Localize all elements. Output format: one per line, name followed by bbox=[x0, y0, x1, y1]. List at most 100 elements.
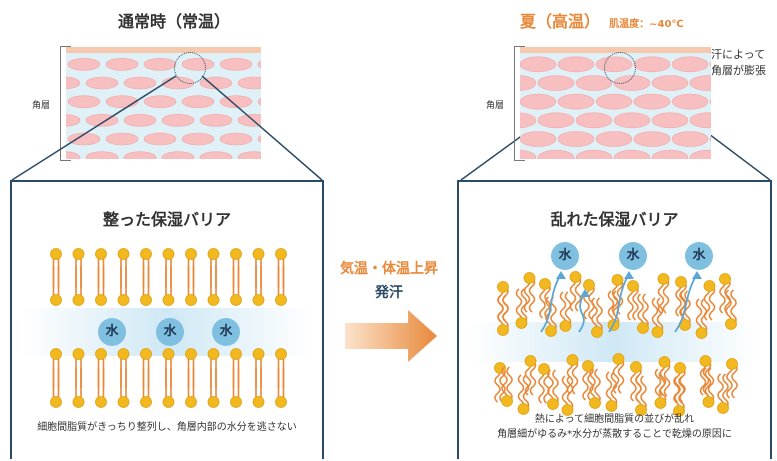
skin-cell bbox=[520, 93, 557, 110]
lipid-molecule bbox=[252, 348, 265, 388]
water-molecule: 水 bbox=[619, 242, 647, 270]
skin-cell bbox=[161, 114, 195, 127]
skin-cell bbox=[181, 95, 215, 108]
skin-cell bbox=[709, 136, 711, 142]
skin-cell bbox=[537, 75, 575, 91]
lipid-molecule bbox=[275, 368, 287, 408]
lipid-molecule bbox=[185, 348, 197, 388]
skin-cell bbox=[613, 149, 651, 159]
right-title: 夏（高温） bbox=[520, 12, 601, 31]
skin-cell bbox=[67, 58, 101, 71]
lipid-molecule bbox=[591, 297, 603, 338]
skin-cell bbox=[651, 112, 689, 129]
skin-cell bbox=[689, 149, 711, 159]
lipid-molecule bbox=[612, 353, 625, 394]
water-molecule: 水 bbox=[212, 318, 240, 346]
lipid-molecule bbox=[719, 273, 731, 314]
lipid-molecule bbox=[72, 368, 85, 408]
left-title: 通常時（常温） bbox=[118, 12, 231, 31]
lipid-molecule bbox=[726, 358, 738, 399]
water-molecule: 水 bbox=[685, 242, 713, 270]
lipid-molecule bbox=[524, 355, 537, 396]
lipid-molecule bbox=[162, 248, 175, 288]
skin-cell bbox=[105, 58, 139, 71]
lipid-molecule bbox=[207, 348, 220, 388]
lipid-molecule bbox=[497, 295, 509, 336]
water-molecule: 水 bbox=[551, 242, 579, 270]
lipid-molecule bbox=[635, 375, 647, 416]
center-label-1: 気温・体温上昇 bbox=[340, 261, 438, 277]
skin-cell bbox=[651, 75, 689, 91]
left-skin-illustration bbox=[66, 47, 261, 159]
lipid-molecule bbox=[589, 368, 601, 409]
left-caption: 細胞間脂質がきっちり整列し、角層内部の水分を逃さない bbox=[37, 422, 297, 433]
right-layer-bracket bbox=[514, 46, 525, 161]
right-caption-line: 熱によって細胞間脂質の並びが乱れ bbox=[534, 414, 695, 425]
skin-cell bbox=[199, 114, 233, 127]
skin-cell bbox=[199, 76, 233, 90]
skin-cell bbox=[689, 75, 711, 91]
skin-temp-note: 肌温度：~40℃ bbox=[609, 19, 684, 30]
skin-surface bbox=[520, 47, 711, 53]
skin-cell bbox=[633, 131, 671, 147]
lipid-molecule bbox=[695, 298, 708, 339]
skin-cell bbox=[537, 149, 575, 159]
lipid-molecule bbox=[50, 348, 62, 388]
skin-cell bbox=[575, 149, 613, 159]
lipid-molecule bbox=[117, 248, 130, 288]
lipid-molecule bbox=[162, 348, 175, 388]
right-panel-title: 乱れた保湿バリア bbox=[550, 210, 679, 229]
right-caption: 熱によって細胞間脂質の並びが乱れ 角層細がゆるみ*水分が蒸散することで乾燥の原因… bbox=[459, 412, 770, 442]
skin-cell bbox=[595, 131, 633, 147]
skin-cell bbox=[257, 60, 261, 69]
lipid-molecule bbox=[252, 266, 265, 306]
lipid-molecule bbox=[185, 248, 197, 288]
lipid-molecule bbox=[651, 297, 664, 338]
lipid-molecule bbox=[252, 368, 265, 408]
skin-cell bbox=[709, 98, 711, 105]
lipid-molecule bbox=[230, 348, 242, 388]
lipid-molecule bbox=[582, 360, 594, 401]
lipid-molecule bbox=[654, 368, 667, 409]
lipid-molecule bbox=[605, 371, 618, 412]
skin-cell bbox=[709, 61, 711, 68]
skin-cell bbox=[520, 75, 537, 91]
skin-cell bbox=[651, 149, 689, 159]
lipid-molecule bbox=[657, 273, 670, 314]
skin-cell bbox=[123, 76, 157, 90]
lipid-molecule bbox=[140, 266, 152, 306]
left-zoom-panel: 整った保湿バリア 水 水 水 細胞間脂質がきっちり整列し、角層内部の水分を逃さな… bbox=[10, 180, 324, 459]
lipid-molecule bbox=[559, 291, 572, 332]
lipid-molecule bbox=[95, 348, 107, 388]
lipid-molecule bbox=[207, 266, 220, 306]
skin-cell bbox=[67, 95, 101, 108]
evaporation-arrow bbox=[608, 271, 634, 333]
lipid-molecule bbox=[275, 266, 287, 306]
lipid-molecule bbox=[72, 348, 85, 388]
lipid-molecule bbox=[538, 363, 550, 404]
skin-cell bbox=[557, 131, 595, 147]
skin-cell bbox=[613, 112, 651, 129]
right-zoom-circle bbox=[604, 52, 636, 84]
lipid-molecule bbox=[702, 367, 715, 408]
evaporation-arrow bbox=[674, 271, 702, 333]
lipid-molecule bbox=[140, 248, 152, 288]
lipid-molecule bbox=[547, 369, 559, 410]
skin-cell bbox=[143, 95, 177, 108]
water-molecule: 水 bbox=[98, 318, 126, 346]
skin-cell bbox=[219, 95, 253, 108]
skin-cell bbox=[520, 112, 537, 129]
lipid-molecule bbox=[95, 368, 107, 408]
lipid-molecule bbox=[230, 248, 242, 288]
skin-cell bbox=[633, 93, 671, 110]
skin-cell bbox=[85, 76, 119, 90]
lipid-molecule bbox=[162, 266, 175, 306]
skin-cell bbox=[689, 112, 711, 129]
skin-cell bbox=[105, 132, 139, 146]
lipid-molecule bbox=[95, 248, 107, 288]
skin-cell bbox=[671, 56, 709, 73]
lipid-molecule bbox=[275, 348, 287, 388]
skin-cell bbox=[557, 56, 595, 73]
lipid-molecule bbox=[162, 368, 175, 408]
evaporation-arrow bbox=[578, 289, 590, 333]
